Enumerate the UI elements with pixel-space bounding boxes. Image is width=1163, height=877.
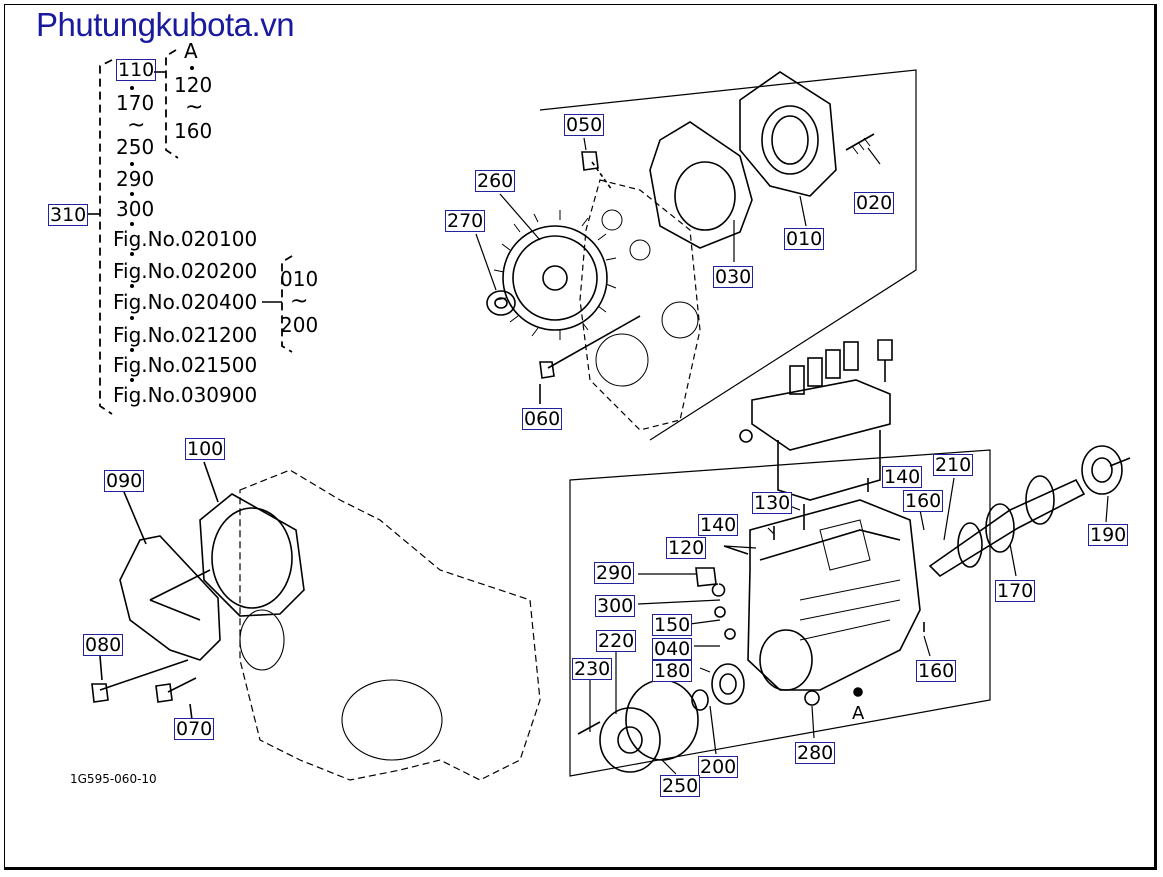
engine-housing [239,469,541,781]
screw-230 [577,721,601,735]
callout-060: 060 [522,408,563,430]
gasket-030 [649,121,753,249]
point-marker-a: A [852,703,865,724]
timing-plate [579,179,701,431]
callout-100: 100 [185,438,226,460]
callout-170: 170 [995,580,1036,602]
range-a-start: 120 [174,73,213,97]
oring-250 [625,679,699,761]
dot-marker [130,222,134,226]
nut-280 [804,690,820,706]
group-label-310: 310 [48,204,89,226]
diagram-frame [4,4,1157,870]
stud-020 [845,133,875,151]
range-tilde: ~ [185,95,204,120]
callout-270: 270 [445,210,486,232]
dot-marker [130,378,134,382]
callout-260: 260 [475,170,516,192]
figure-ref-4: Fig.No.021200 [113,323,258,347]
dot-marker [130,86,134,90]
washer-300 [711,583,726,597]
callout-190: 190 [1088,524,1129,546]
bearing-180 [711,663,745,705]
front-cover-group-outline [539,69,917,441]
callout-140: 140 [882,466,923,488]
gear-260 [493,210,617,340]
a-marker-label: A [184,39,198,63]
callout-090: 090 [104,470,145,492]
brand-watermark: Phutungkubota.vn [36,6,295,43]
dot-marker [130,348,134,352]
dot-marker [130,252,134,256]
range-tilde: ~ [290,289,309,314]
callout-280: 280 [795,742,836,764]
index-brackets [99,49,293,415]
dot-marker [130,284,134,288]
callout-230: 230 [572,658,613,680]
callout-180: 180 [652,660,693,682]
callout-250: 250 [660,775,701,797]
callout-160b: 160 [916,660,957,682]
range-tilde: ~ [127,113,146,138]
figure-ref-3: Fig.No.020400 [113,290,258,314]
callout-200: 200 [698,756,739,778]
plug-290 [695,567,717,587]
index-item-110: 110 [116,59,157,81]
seal-200 [691,689,709,711]
dot-marker [130,192,134,196]
callout-040: 040 [652,638,693,660]
flange-220 [599,707,661,773]
camshaft-170 [928,475,1086,578]
figure-ref-6: Fig.No.030900 [113,383,258,407]
range-b-end: 200 [280,313,319,337]
callout-210: 210 [933,454,974,476]
bolt-080 [99,659,189,691]
pump-body [747,499,921,691]
callout-300: 300 [595,595,636,617]
index-item-170: 170 [116,91,155,115]
callout-140b: 140 [698,514,739,536]
bolt-050 [581,151,599,171]
index-item-290: 290 [116,167,155,191]
dot-marker [190,66,194,70]
pin-120 [723,545,749,555]
figure-ref-2: Fig.No.020200 [113,259,258,283]
callout-050: 050 [564,114,605,136]
callout-010: 010 [784,228,825,250]
bolt-060 [539,361,555,379]
pump-group-outline [569,449,991,777]
dot-marker [130,162,134,166]
diagram-code: 1G595-060-10 [70,772,157,786]
index-item-250: 250 [116,135,155,159]
callout-290: 290 [594,562,635,584]
callout-220: 220 [596,630,637,652]
nut-270 [486,290,516,316]
dot-marker [130,316,134,320]
callout-020: 020 [854,192,895,214]
housing-010 [739,71,837,197]
figure-ref-5: Fig.No.021500 [113,353,258,377]
callout-130: 130 [752,492,793,514]
range-a-end: 160 [174,119,213,143]
bearing-190 [1081,445,1123,495]
callout-080: 080 [83,634,124,656]
bolt-070 [155,683,173,703]
index-item-300: 300 [116,197,155,221]
cover-090 [119,535,221,661]
figure-ref-1: Fig.No.020100 [113,227,258,251]
callout-070: 070 [174,718,215,740]
range-b-start: 010 [280,267,319,291]
gasket-100 [199,493,305,617]
injection-pump-head [739,339,893,501]
callout-120: 120 [666,537,707,559]
callout-150: 150 [652,614,693,636]
callout-030: 030 [713,266,754,288]
callout-160: 160 [903,490,944,512]
